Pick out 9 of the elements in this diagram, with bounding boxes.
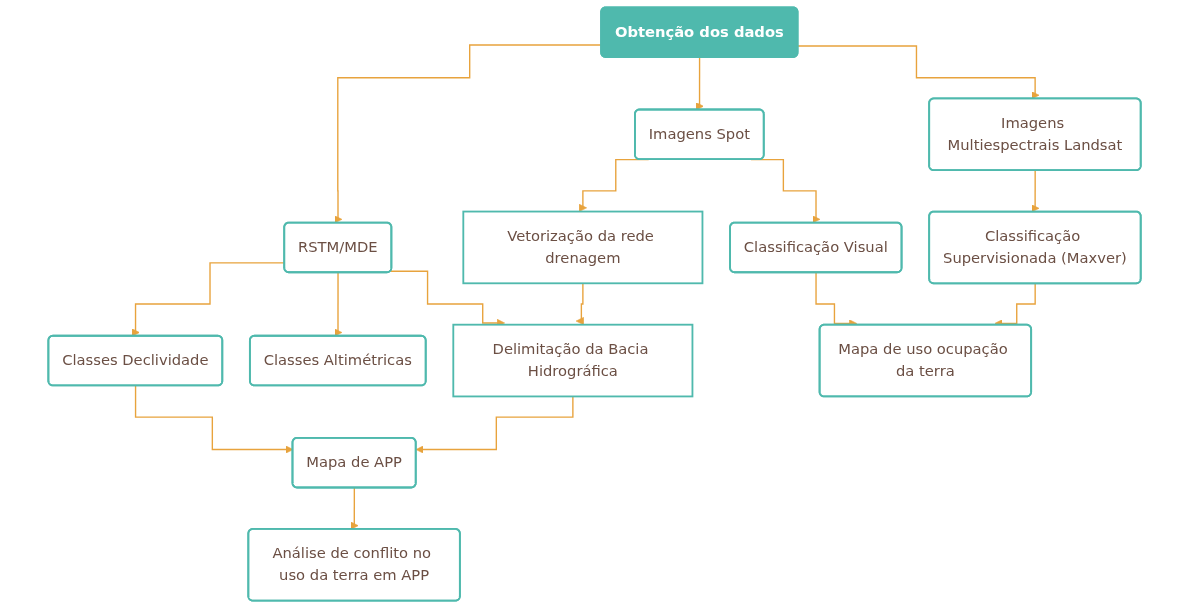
arrow [575,282,584,326]
node-box: Delimitação da Bacia Hidrográfica [452,323,694,398]
arrow [695,56,704,111]
arrow [350,487,359,530]
arrow [334,272,343,337]
arrow [797,45,1040,100]
arrow [1031,169,1040,213]
arrow [415,395,574,454]
node-box: Vetorização da rede drenagem [462,210,704,285]
